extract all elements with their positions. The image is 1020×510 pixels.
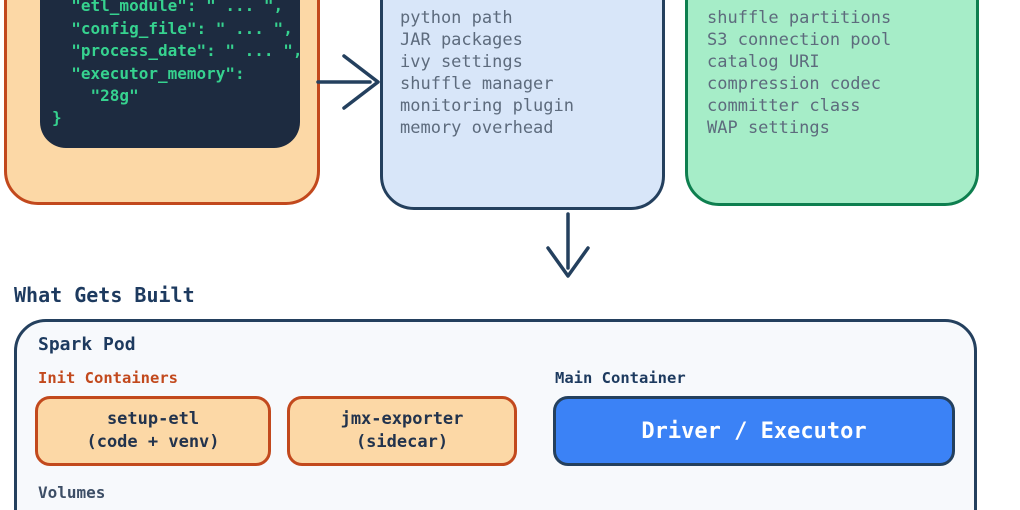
list-item: catalog URI [707, 52, 820, 72]
list-item: python path [400, 8, 513, 28]
init-container-name: jmx-exporter [340, 409, 464, 429]
main-container-label: Main Container [555, 369, 686, 387]
arrow-right-icon [314, 52, 384, 112]
list-item: S3 connection pool [707, 30, 892, 50]
list-item: ivy settings [400, 52, 523, 72]
init-container-setup-etl: setup-etl (code + venv) [35, 396, 271, 466]
init-container-jmx-exporter: jmx-exporter (sidecar) [287, 396, 517, 466]
list-item: monitoring plugin [400, 96, 574, 116]
list-item: shuffle partitions [707, 8, 892, 28]
config-code-block: { "etl_module": " ... ", "config_file": … [40, 0, 300, 148]
list-item: memory overhead [400, 118, 554, 138]
volumes-label: Volumes [38, 483, 106, 502]
list-item: committer class [707, 96, 861, 116]
arrow-down-icon [546, 212, 590, 280]
config-json-box: { "etl_module": " ... ", "config_file": … [4, 0, 320, 205]
init-container-detail: (sidecar) [355, 432, 449, 452]
list-item: JAR packages [400, 30, 523, 50]
what-gets-built-heading: What Gets Built [14, 283, 195, 307]
driver-executor-label: Driver / Executor [641, 418, 867, 444]
list-item: shuffle manager [400, 74, 554, 94]
init-container-detail: (code + venv) [86, 432, 220, 452]
list-item: WAP settings [707, 118, 830, 138]
driver-executor-box: Driver / Executor [553, 396, 955, 466]
config-code-text: { "etl_module": " ... ", "config_file": … [52, 0, 300, 128]
init-container-name: setup-etl [106, 409, 200, 429]
init-containers-label: Init Containers [38, 369, 178, 387]
spark-pod-title: Spark Pod [38, 334, 136, 355]
spark-pod-box: Spark Pod Init Containers setup-etl (cod… [14, 319, 977, 510]
list-item: compression codec [707, 74, 881, 94]
